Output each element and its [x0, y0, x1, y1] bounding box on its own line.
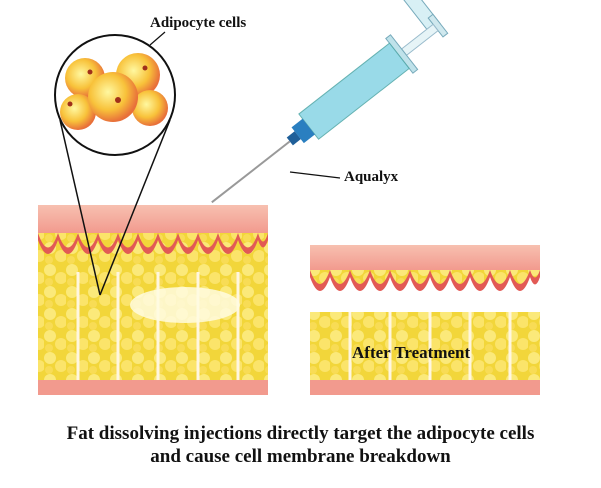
adipocyte-cells-illustration — [60, 53, 168, 130]
skin-cross-section-after — [310, 245, 540, 395]
adipocyte-label: Adipocyte cells — [150, 15, 247, 31]
skin-cross-section-before — [38, 205, 268, 395]
dissolved-fat-area — [130, 287, 240, 323]
syringe — [211, 0, 449, 204]
caption-line-1: Fat dissolving injections directly targe… — [66, 423, 535, 444]
after-treatment-label: After Treatment — [352, 343, 471, 362]
magnifier — [54, 31, 176, 296]
aqualyx-label: Aqualyx — [344, 169, 399, 185]
caption-line-2: and cause cell membrane breakdown — [150, 446, 451, 467]
